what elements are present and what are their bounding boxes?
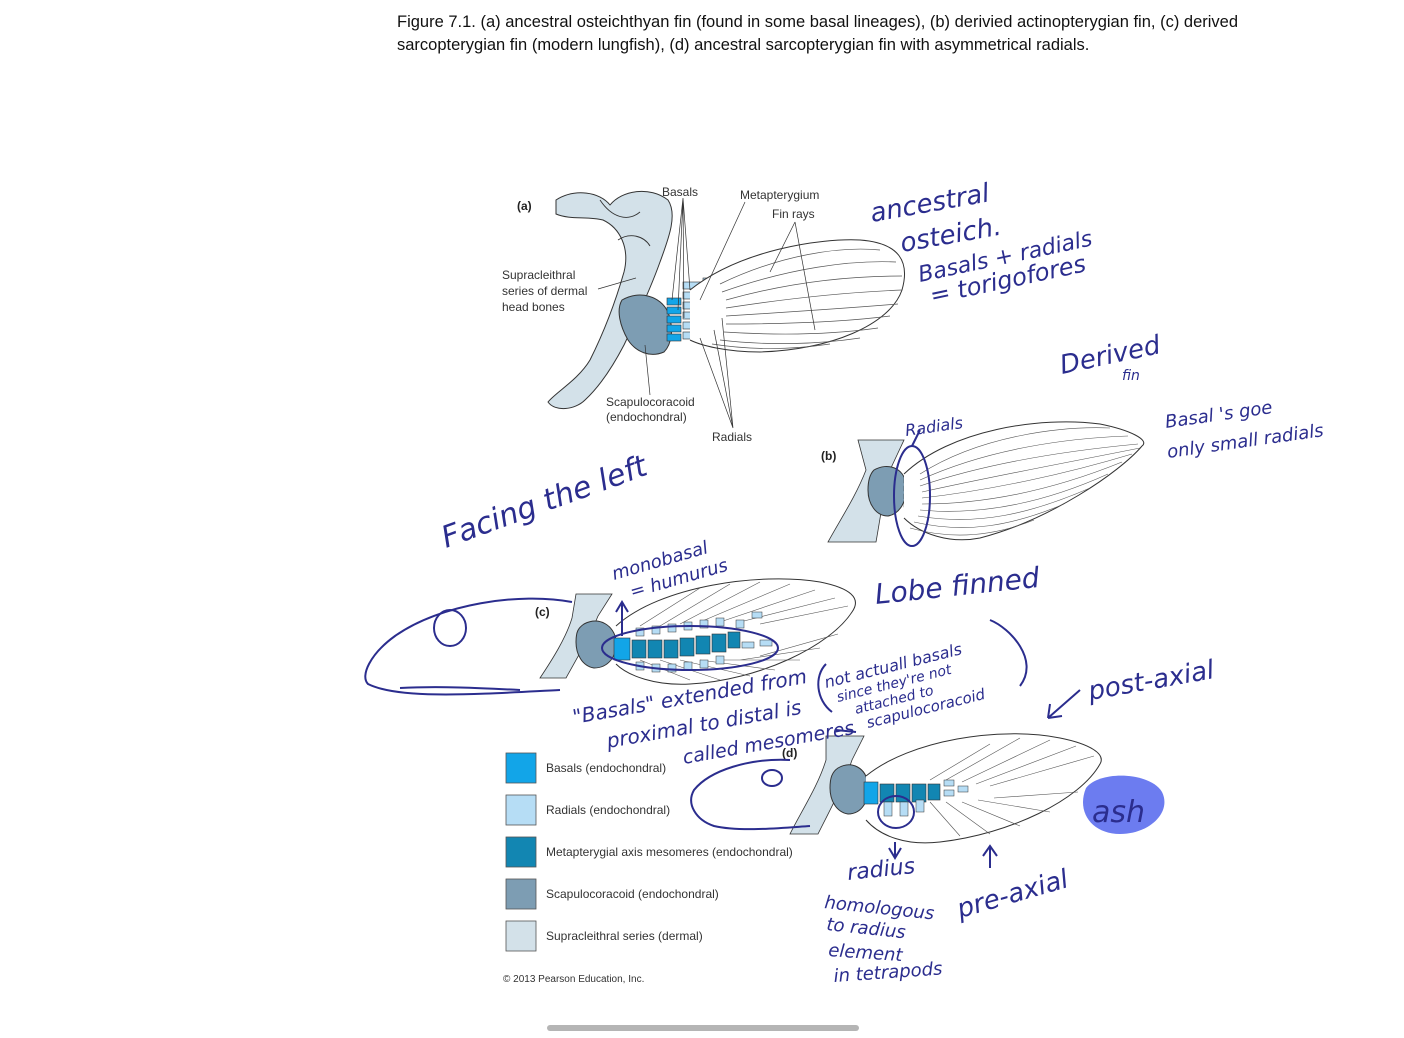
label-metapterygium: Metapterygium	[740, 188, 819, 202]
scapulocoracoid-a	[618, 294, 672, 355]
legend-swatch	[505, 920, 537, 952]
legend-label: Basals (endochondral)	[546, 761, 666, 775]
scapulocoracoid-d	[829, 764, 869, 815]
fish-head-sketch-c	[364, 597, 573, 696]
panel-b: (b)	[821, 421, 1145, 543]
fin-rays-b	[909, 427, 1141, 536]
note-pre-axial: pre-axial	[953, 864, 1073, 925]
legend-label: Metapterygial axis mesomeres (endochondr…	[546, 845, 793, 859]
note-derived-1: Derived	[1057, 330, 1163, 381]
note-homologous-3: element	[828, 940, 904, 966]
label-basals-a: Basals	[662, 185, 698, 199]
legend-swatch	[505, 836, 537, 868]
fin-web-b	[903, 421, 1145, 541]
scroll-indicator[interactable]	[547, 1025, 859, 1031]
label-supracleithral-1: Supracleithral	[502, 268, 575, 282]
copyright: © 2013 Pearson Education, Inc.	[503, 974, 644, 985]
legend: Basals (endochondral) Radials (endochondr…	[505, 752, 793, 952]
label-supracleithral-2: series of dermal	[502, 284, 587, 298]
note-post-axial: post-axial	[1085, 655, 1217, 707]
panel-tag-b: (b)	[821, 449, 836, 463]
note-facing-left: Facing the left	[437, 448, 653, 555]
panel-a: (a) Basals Metapterygium Fin rays Suprac…	[502, 185, 906, 444]
label-supracleithral-3: head bones	[502, 300, 565, 314]
note-basals-go-1: Basal 's goe	[1164, 397, 1274, 433]
legend-swatch	[505, 752, 537, 784]
fin-rays-d	[929, 737, 1095, 837]
label-scapulocoracoid-1: Scapulocoracoid	[606, 395, 695, 409]
panel-tag-d: (d)	[782, 746, 797, 760]
fin-web-d	[865, 733, 1102, 844]
label-fin-rays: Fin rays	[772, 207, 815, 221]
panel-tag-a: (a)	[517, 199, 532, 213]
ash-highlight	[1083, 775, 1165, 834]
legend-label: Supracleithral series (dermal)	[546, 929, 703, 943]
basals-a	[666, 297, 682, 342]
panel-tag-c: (c)	[535, 605, 550, 619]
handwritten-annotations	[364, 429, 1081, 868]
radials-d	[883, 779, 969, 817]
scapulocoracoid-c	[575, 620, 617, 669]
panel-d: (d)	[782, 733, 1102, 844]
legend-label: Scapulocoracoid (endochondral)	[546, 887, 719, 901]
panel-c: (c)	[535, 578, 856, 685]
label-scapulocoracoid-2: (endochondral)	[606, 410, 687, 424]
note-radials-b: Radials	[904, 413, 964, 440]
legend-swatch	[505, 794, 537, 826]
fin-rays-a	[711, 248, 903, 349]
figure-caption: Figure 7.1. (a) ancestral osteichthyan f…	[397, 13, 1239, 54]
note-lobe-finned: Lobe finned	[873, 561, 1041, 611]
label-radials-a: Radials	[712, 430, 752, 444]
scapulocoracoid-b	[867, 466, 907, 517]
note-radius: radius	[846, 854, 916, 886]
mesomeres-c	[613, 631, 741, 661]
note-ash: ash	[1092, 795, 1145, 830]
note-derived-2: fin	[1122, 368, 1140, 384]
legend-label: Radials (endochondral)	[546, 803, 670, 817]
mesomeres-d	[863, 781, 941, 805]
fish-head-sketch-d	[690, 758, 811, 831]
note-homologous-4: in tetrapods	[833, 958, 943, 987]
legend-swatch	[505, 878, 537, 910]
supracleithral-series-a	[547, 190, 673, 409]
